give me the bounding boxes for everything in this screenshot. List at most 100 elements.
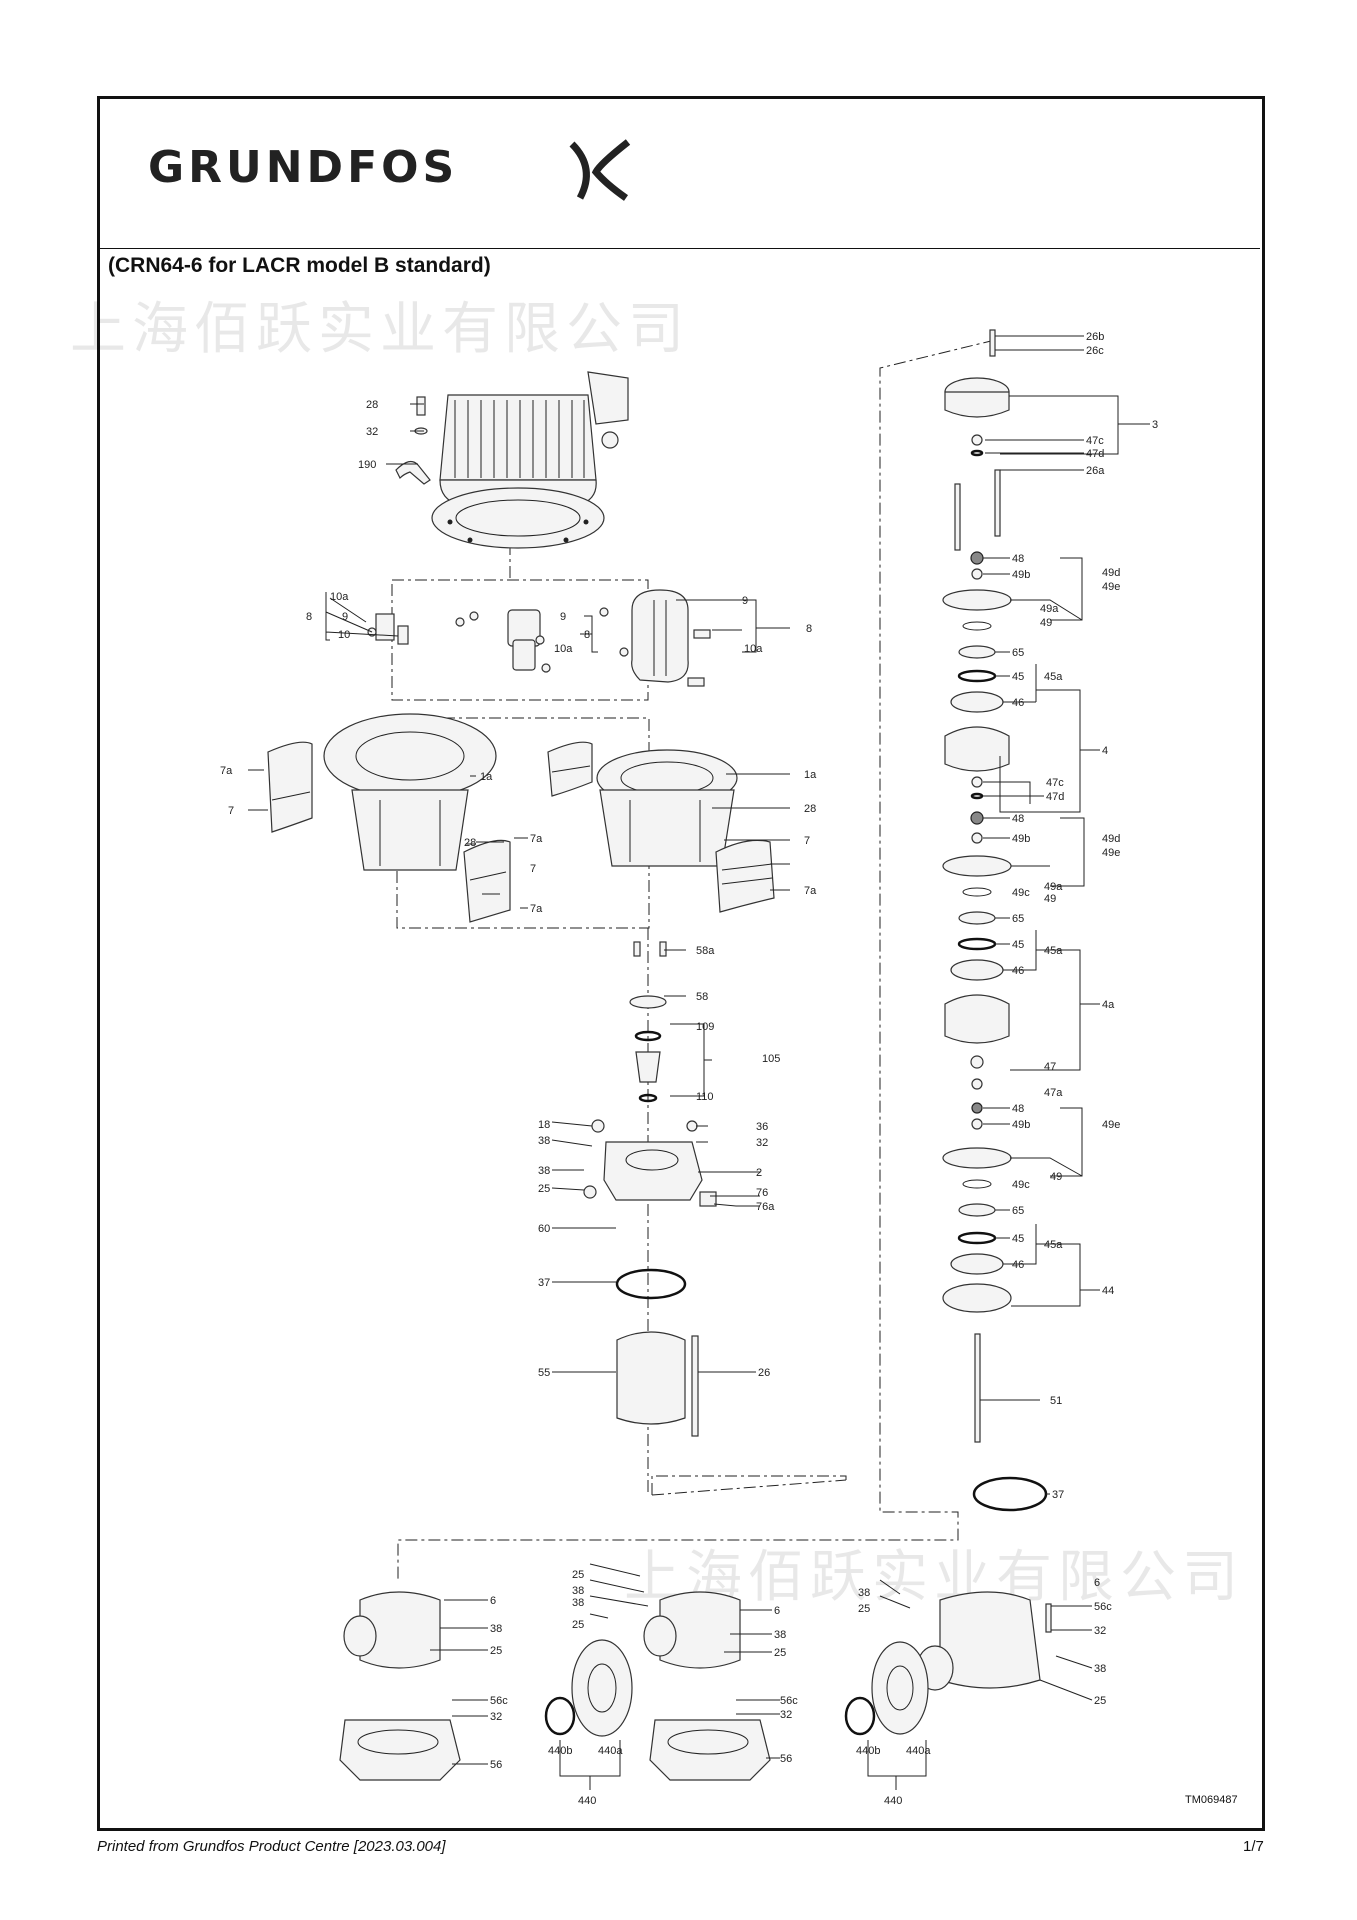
label-49: 49 <box>1040 617 1052 629</box>
label-26c: 26c <box>1086 345 1104 357</box>
base-middle <box>544 1591 771 1781</box>
label-45: 45 <box>1012 939 1024 951</box>
label-7a: 7a <box>530 833 543 845</box>
leader-lines <box>248 335 1150 1790</box>
label-38: 38 <box>1094 1663 1106 1675</box>
label-32: 32 <box>490 1711 502 1723</box>
label-49e: 49e <box>1102 1119 1120 1131</box>
label-49b: 49b <box>1012 833 1030 845</box>
label-56c: 56c <box>490 1695 508 1707</box>
label-7a: 7a <box>530 903 543 915</box>
label-49c: 49c <box>1012 1179 1030 1191</box>
sleeve-and-rings <box>615 1268 699 1437</box>
label-110: 110 <box>696 1091 714 1103</box>
grundfos-x-mark-icon <box>569 139 631 201</box>
label-48: 48 <box>1012 1103 1024 1115</box>
label-28: 28 <box>804 803 816 815</box>
grundfos-logo: GRUNDFOS <box>148 139 631 201</box>
label-56: 56 <box>490 1759 502 1771</box>
pump-head <box>583 1119 717 1207</box>
label-18: 18 <box>538 1119 550 1131</box>
label-10a: 10a <box>744 643 763 655</box>
label-49d: 49d <box>1102 567 1120 579</box>
label-8: 8 <box>806 623 812 635</box>
label-26a: 26a <box>1086 465 1105 477</box>
label-47c: 47c <box>1086 435 1104 447</box>
label-76a: 76a <box>756 1201 775 1213</box>
label-38: 38 <box>490 1623 502 1635</box>
label-46: 46 <box>1012 965 1024 977</box>
label-48: 48 <box>1012 813 1024 825</box>
assembly-path-lower <box>651 1475 847 1495</box>
label-105: 105 <box>762 1053 780 1065</box>
label-25: 25 <box>572 1619 584 1631</box>
label-4a: 4a <box>1102 999 1115 1011</box>
label-10a: 10a <box>330 591 349 603</box>
label-49e: 49e <box>1102 581 1120 593</box>
label-56c: 56c <box>780 1695 798 1707</box>
label-76: 76 <box>756 1187 768 1199</box>
label-25: 25 <box>490 1645 502 1657</box>
label-37: 37 <box>1052 1489 1064 1501</box>
label-9: 9 <box>560 611 566 623</box>
label-10: 10 <box>338 629 350 641</box>
label-190: 190 <box>358 459 376 471</box>
label-49: 49 <box>1050 1171 1062 1183</box>
assembly-path-link <box>651 1479 847 1496</box>
label-440: 440 <box>578 1795 596 1807</box>
coupling-guards <box>267 741 775 923</box>
footer-page-number: 1/7 <box>1243 1838 1264 1855</box>
label-65: 65 <box>1012 913 1024 925</box>
label-49b: 49b <box>1012 569 1030 581</box>
label-38: 38 <box>572 1597 584 1609</box>
label-32: 32 <box>366 426 378 438</box>
label-440a: 440a <box>906 1745 931 1757</box>
motor <box>431 371 629 549</box>
label-440a: 440a <box>598 1745 623 1757</box>
label-45a: 45a <box>1044 1239 1063 1251</box>
label-109: 109 <box>696 1021 714 1033</box>
label-32: 32 <box>756 1137 768 1149</box>
label-46: 46 <box>1012 697 1024 709</box>
label-36: 36 <box>756 1121 768 1133</box>
label-55: 55 <box>538 1367 550 1379</box>
label-7: 7 <box>530 863 536 875</box>
assembly-path-right <box>397 339 996 1580</box>
label-1a: 1a <box>480 771 493 783</box>
label-49b: 49b <box>1012 1119 1030 1131</box>
label-3: 3 <box>1152 419 1158 431</box>
footer-source: Printed from Grundfos Product Centre [20… <box>97 1838 446 1855</box>
label-32: 32 <box>780 1709 792 1721</box>
label-49a: 49a <box>1040 603 1059 615</box>
label-25: 25 <box>538 1183 550 1195</box>
label-45: 45 <box>1012 671 1024 683</box>
label-28: 28 <box>366 399 378 411</box>
label-45a: 45a <box>1044 945 1063 957</box>
label-25: 25 <box>774 1647 786 1659</box>
label-49e: 49e <box>1102 847 1120 859</box>
label-8: 8 <box>306 611 312 623</box>
label-48: 48 <box>1012 553 1024 565</box>
label-49: 49 <box>1044 893 1056 905</box>
label-47: 47 <box>1044 1061 1056 1073</box>
chamber-stack <box>942 329 1048 1512</box>
coupling-parts <box>367 589 711 687</box>
label-38: 38 <box>538 1165 550 1177</box>
label-2: 2 <box>756 1167 762 1179</box>
label-6: 6 <box>1094 1577 1100 1589</box>
label-440: 440 <box>884 1795 902 1807</box>
label-45: 45 <box>1012 1233 1024 1245</box>
label-1a: 1a <box>804 769 817 781</box>
drawing-number: TM069487 <box>1185 1794 1238 1806</box>
label-38: 38 <box>538 1135 550 1147</box>
label-56c: 56c <box>1094 1601 1112 1613</box>
label-440b: 440b <box>548 1745 572 1757</box>
label-25: 25 <box>572 1569 584 1581</box>
watermark-top: 上海佰跃实业有限公司 <box>70 297 690 362</box>
label-47d: 47d <box>1046 791 1064 803</box>
shaft-seal-stack <box>629 941 667 1103</box>
logo-text: GRUNDFOS <box>148 142 459 193</box>
label-47a: 47a <box>1044 1087 1063 1099</box>
part-labels: 26b 26c 3 47c 47d 26a 48 49b 49d 49e 49a… <box>220 331 1158 1807</box>
